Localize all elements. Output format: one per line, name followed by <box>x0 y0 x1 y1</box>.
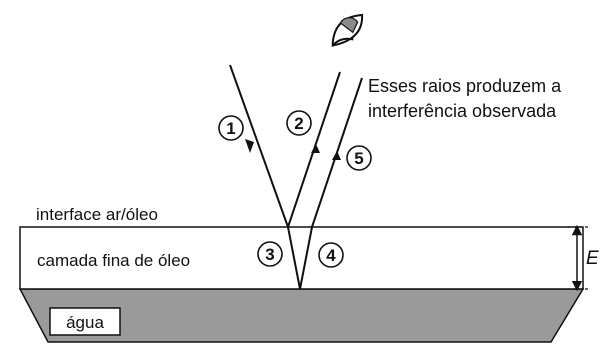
ray-2-arrow <box>311 144 320 153</box>
ray-number-2: 2 <box>294 114 303 133</box>
ray-number-4-circle <box>318 242 344 268</box>
ray-number-3-circle <box>257 241 283 267</box>
ray-number-3: 3 <box>265 245 274 264</box>
oil-layer-label: camada fina de óleo <box>37 251 190 270</box>
ray-4 <box>299 226 313 290</box>
ray-1 <box>229 64 289 228</box>
thickness-label: E <box>586 248 599 269</box>
ray-number-2-circle <box>286 110 312 136</box>
ray-1-arrow <box>245 139 254 153</box>
ray-3 <box>287 226 301 290</box>
interface-label: interface ar/óleo <box>36 205 158 224</box>
ray-number-5-circle <box>346 145 372 171</box>
caption-line-1: Esses raios produzem a <box>368 76 562 96</box>
eye-icon <box>331 13 364 47</box>
ray-number-5: 5 <box>354 149 363 168</box>
water-label-box <box>49 307 121 336</box>
ray-number-4: 4 <box>326 246 336 265</box>
ray-number-1: 1 <box>226 119 235 138</box>
ray-number-1-circle <box>218 115 244 141</box>
caption-line-2: interferência observada <box>368 101 557 121</box>
water-label: água <box>66 313 104 332</box>
ray-5-arrow <box>332 151 341 160</box>
